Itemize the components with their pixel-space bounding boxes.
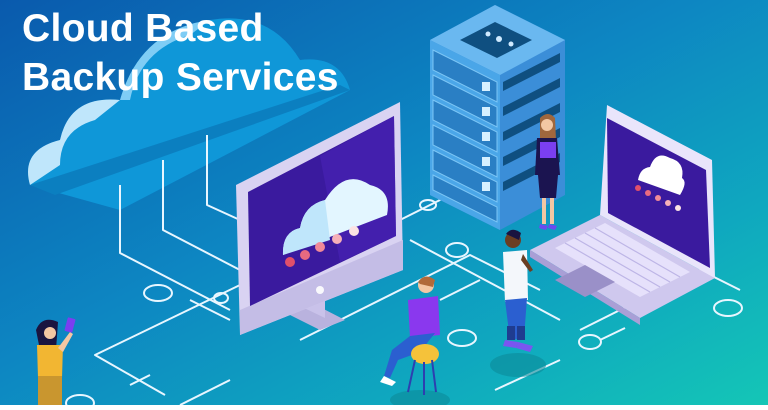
- desktop-monitor-icon: [236, 102, 403, 335]
- headline: Cloud Based Backup Services: [22, 4, 339, 102]
- businesswoman-figure: [535, 114, 560, 230]
- circuit-nodes: [65, 199, 743, 410]
- big-cloud-icon: [28, 18, 350, 211]
- woman-with-phone-figure: [36, 317, 76, 405]
- headline-line-1: Cloud Based: [22, 7, 264, 50]
- laptop-icon: [530, 105, 715, 325]
- server-rack-icon: [430, 5, 565, 230]
- standing-man-figure: [490, 229, 546, 377]
- headline-line-2: Backup Services: [22, 56, 339, 99]
